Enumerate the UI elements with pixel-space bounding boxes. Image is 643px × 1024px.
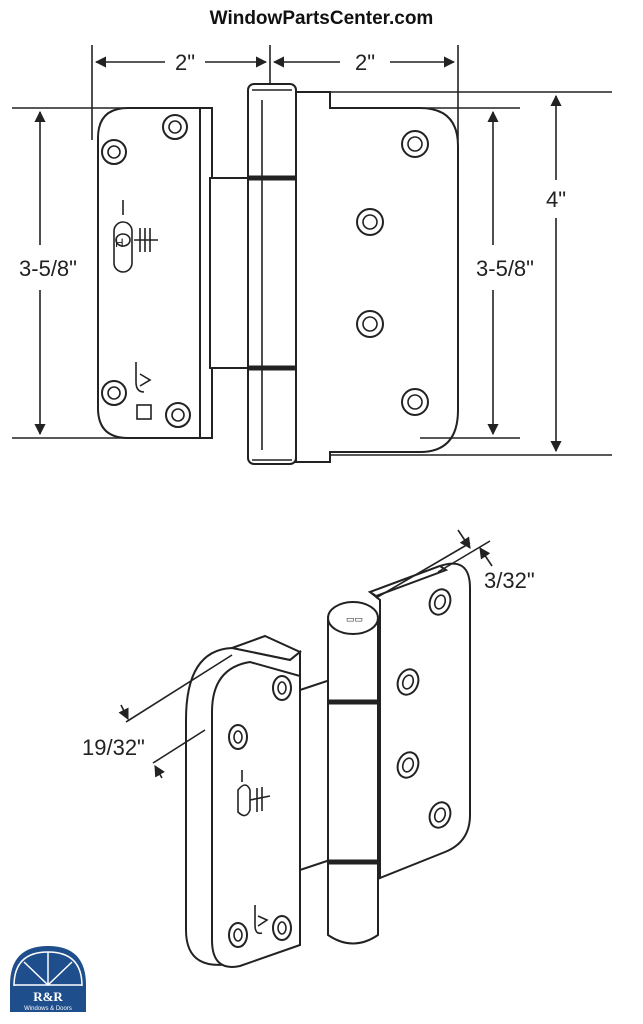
screw-hole-icon xyxy=(228,922,248,948)
front-view: 2" 2" H xyxy=(12,45,612,465)
left-height-dimension: 3-5/8" xyxy=(12,107,128,439)
screw-hole-icon xyxy=(356,208,384,236)
depth-dimension: 19/32" xyxy=(82,654,233,779)
right-width-dimension: 2" xyxy=(272,50,456,75)
iso-hinge-barrel: ▭▭ xyxy=(327,601,379,945)
left-height-label: 3-5/8" xyxy=(19,256,77,281)
screw-hole-icon xyxy=(428,801,452,829)
height-adjust-icon: H xyxy=(113,200,158,273)
logo-tagline: Windows & Doors xyxy=(24,1006,72,1012)
screw-hole-icon xyxy=(356,310,384,338)
overall-height-label: 4" xyxy=(546,187,566,212)
right-width-label: 2" xyxy=(355,50,375,75)
svg-text:H: H xyxy=(115,236,124,250)
site-title: WindowParts​Center.com xyxy=(209,8,434,29)
right-height-dimension: 3-5/8" xyxy=(420,107,534,439)
screw-hole-icon xyxy=(396,668,420,696)
screw-hole-icon xyxy=(428,588,452,616)
depth-label: 19/32" xyxy=(82,735,145,760)
iso-right-leaf xyxy=(367,562,471,880)
screw-hole-icon xyxy=(162,114,188,140)
overall-height-dimension: 4" xyxy=(330,91,612,456)
brand-logo: R&R Windows & Doors xyxy=(10,946,86,1012)
lateral-adjust-icon xyxy=(135,362,152,420)
offset-dimension: 3/32" xyxy=(375,529,535,599)
lateral-adjust-icon xyxy=(254,905,269,935)
logo-brand: R&R xyxy=(33,989,63,1004)
offset-label: 3/32" xyxy=(484,568,535,593)
screw-hole-icon xyxy=(401,388,429,416)
screw-hole-icon xyxy=(272,675,292,701)
screw-hole-icon xyxy=(401,130,429,158)
hinge-barrel xyxy=(209,83,307,465)
left-width-dimension: 2" xyxy=(94,50,268,75)
height-adjust-icon xyxy=(237,770,271,817)
left-width-label: 2" xyxy=(175,50,195,75)
screw-hole-icon xyxy=(165,402,191,428)
screw-hole-icon xyxy=(101,380,127,406)
svg-text:▭▭: ▭▭ xyxy=(346,614,363,624)
iso-left-leaf xyxy=(185,634,302,968)
isometric-view: ▭▭ 3/32" 19/32" xyxy=(82,529,535,968)
screw-hole-icon xyxy=(396,751,420,779)
screw-hole-icon xyxy=(272,915,292,941)
screw-hole-icon xyxy=(228,724,248,750)
right-height-label: 3-5/8" xyxy=(476,256,534,281)
right-leaf xyxy=(295,91,459,463)
left-leaf: H xyxy=(97,107,213,439)
screw-hole-icon xyxy=(101,139,127,165)
